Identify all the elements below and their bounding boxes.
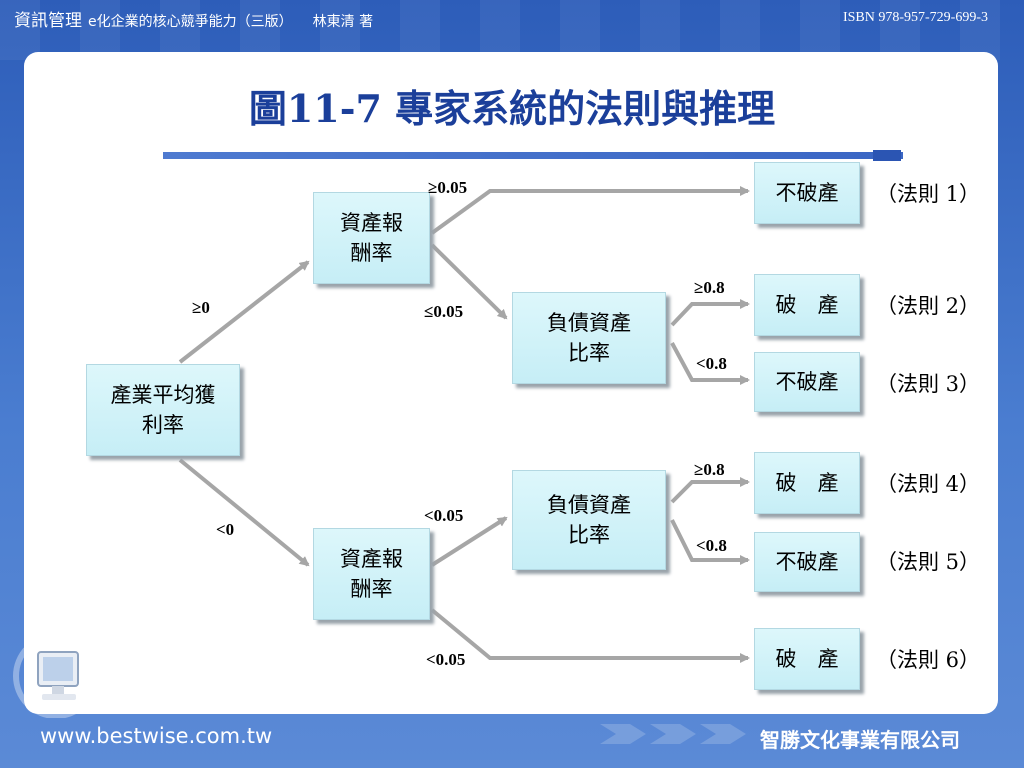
node-debt-ratio-bottom: 負債資產 比率: [512, 470, 666, 570]
arrow-debt-bottom-to-leaf5: [670, 519, 750, 565]
node-roa-bottom: 資產報 酬率: [313, 528, 430, 620]
book-author: 林東清 著: [312, 14, 374, 30]
arrow-roa-bottom-to-leaf6: [430, 608, 750, 663]
title-underline: [163, 152, 903, 159]
edge-label-lt005-mid: <0.05: [424, 506, 464, 525]
header-pattern: [0, 0, 1024, 60]
isbn: ISBN 978-957-729-699-3: [842, 10, 988, 25]
edge-label-ge005: ≥0.05: [428, 178, 468, 197]
arrow-root-to-roa-top: [178, 260, 310, 364]
node-industry-average-roa: 產業平均獲 利率: [86, 364, 240, 456]
slide-title: 圖11-7 專家系統的法則與推理: [248, 86, 776, 131]
edge-label-ge0: ≥0: [192, 298, 210, 317]
leaf-bankrupt-4: 破 產: [754, 452, 860, 514]
footer-publisher: 智勝文化事業有限公司: [760, 728, 960, 752]
leaf-not-bankrupt-1: 不破產: [754, 162, 860, 224]
edge-label-ge08-top: ≥0.8: [694, 278, 725, 297]
rule-label-6: （法則 6）: [876, 648, 981, 672]
computer-monitor-icon: [13, 633, 92, 718]
rule-label-1: （法則 1）: [876, 182, 981, 206]
footer-website-url: www.bestwise.com.tw: [40, 724, 273, 748]
header-book-info: 資訊管理 e化企業的核心競爭能力（三版） 林東清 著: [14, 6, 373, 31]
book-title: 資訊管理: [14, 11, 82, 31]
rule-label-5: （法則 5）: [876, 550, 981, 574]
arrow-roa-top-to-debt-top: [430, 243, 508, 320]
leaf-not-bankrupt-3: 不破產: [754, 352, 860, 412]
edge-label-le005: ≤0.05: [424, 302, 464, 321]
edge-label-lt005-bottom: <0.05: [426, 650, 466, 669]
arrow-debt-top-to-leaf2: [670, 299, 750, 327]
node-debt-ratio-top: 負債資產 比率: [512, 292, 666, 384]
edge-label-lt08-top: <0.8: [696, 354, 727, 373]
node-roa-top: 資產報 酬率: [313, 192, 430, 284]
arrow-roa-top-to-leaf1: [430, 186, 750, 235]
book-subtitle: e化企業的核心競爭能力（三版）: [88, 14, 293, 30]
arrow-debt-bottom-to-leaf4: [670, 477, 750, 504]
leaf-bankrupt-6: 破 產: [754, 628, 860, 690]
arrow-root-to-roa-bottom: [178, 458, 310, 567]
edge-label-lt0: <0: [216, 520, 235, 539]
arrow-debt-top-to-leaf3: [670, 342, 750, 385]
leaf-not-bankrupt-5: 不破產: [754, 532, 860, 592]
edge-label-ge08-bottom: ≥0.8: [694, 460, 725, 479]
edge-label-lt08-bottom: <0.8: [696, 536, 727, 555]
rule-label-3: （法則 3）: [876, 372, 981, 396]
rule-label-2: （法則 2）: [876, 294, 981, 318]
footer-arrows-decoration: [600, 724, 746, 744]
title-underline-accent: [873, 150, 901, 161]
leaf-bankrupt-2: 破 產: [754, 274, 860, 336]
arrow-roa-bottom-to-debt-bottom: [430, 516, 508, 567]
rule-label-4: （法則 4）: [876, 472, 981, 496]
